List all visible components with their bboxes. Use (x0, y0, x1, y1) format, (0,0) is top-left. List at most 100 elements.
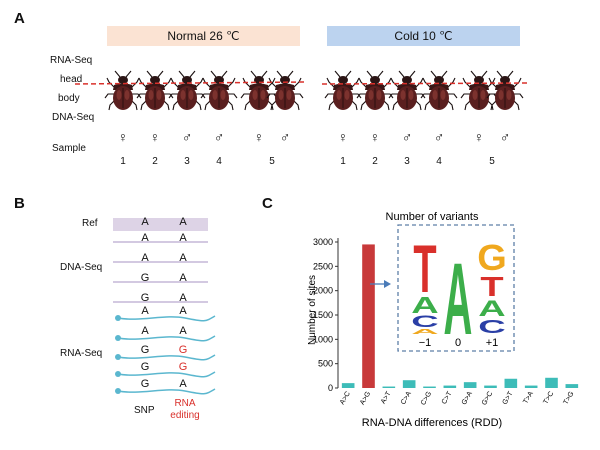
y-tick-label: 3000 (313, 237, 333, 247)
rna-base: A (141, 305, 149, 317)
y-tick-label: 1500 (313, 310, 333, 320)
logo-letter-T: T (480, 272, 504, 303)
y-tick-label: 2000 (313, 286, 333, 296)
sex-symbol: ♂ (213, 129, 225, 145)
logo-position-label: 0 (455, 337, 461, 349)
logo-letter-C: C (411, 312, 438, 331)
bug-icon (324, 70, 362, 111)
logo-frame (397, 224, 515, 352)
rna-editing-label: RNA editing (170, 398, 200, 421)
head-label: head (60, 74, 83, 85)
x-axis-label: RNA-DNA differences (RDD) (362, 417, 502, 429)
rna-base: G (140, 361, 150, 373)
bar (504, 378, 518, 388)
x-tick-label: T>C (542, 391, 555, 406)
rna-reads (117, 315, 216, 395)
sex-symbol: ♂ (401, 129, 413, 145)
bar (463, 382, 477, 388)
rna-base: A (179, 378, 187, 390)
bug-icon (356, 70, 394, 111)
bar (484, 385, 497, 388)
bug-icon (460, 70, 498, 111)
x-tick-label: A>G (359, 391, 372, 407)
dna-base: A (179, 232, 187, 244)
dna-base: A (179, 252, 187, 264)
rna-base: A (179, 325, 187, 337)
bar (545, 377, 558, 388)
arrow-to-logo (370, 280, 391, 288)
sample-number: 5 (489, 156, 495, 167)
bar (382, 386, 396, 388)
x-tick-label: G>T (502, 390, 515, 406)
x-tick-label: C>A (400, 390, 413, 406)
sex-symbol: ♂ (181, 129, 193, 145)
x-tick-label: A>C (339, 391, 352, 406)
x-tick-label: C>T (441, 390, 454, 406)
rna-base: G (140, 344, 150, 356)
rna-base-edited: G (178, 344, 188, 356)
rna-base: G (140, 378, 150, 390)
sample-number: 1 (120, 156, 126, 167)
read-alignment-graphic (113, 218, 216, 395)
rna-base: A (141, 325, 149, 337)
logo-position-label: −1 (419, 337, 432, 349)
read-start-dots (115, 315, 121, 394)
dna-read-lines (113, 241, 208, 303)
sample-number: 4 (436, 156, 442, 167)
sex-symbol: ♀ (369, 129, 381, 145)
x-tick-label: A>T (380, 390, 393, 405)
x-tick-label: G>C (481, 391, 494, 407)
head-body-cut-line-cold (321, 82, 529, 85)
condition-normal-label: Normal 26 ℃ (167, 29, 240, 43)
bug-icon (388, 70, 426, 111)
x-tick-label: T>G (563, 391, 576, 406)
condition-cold-bar: Cold 10 ℃ (327, 26, 520, 46)
sample-number: 4 (216, 156, 222, 167)
y-tick-label: 1000 (313, 334, 333, 344)
logo-position-label: +1 (486, 337, 499, 349)
bug-row (74, 70, 529, 111)
dnaseq-label-b: DNA-Seq (60, 262, 103, 273)
bar (423, 386, 436, 388)
ref-label: Ref (82, 218, 98, 229)
dna-base: A (141, 252, 149, 264)
logo-letter-T: T (413, 230, 436, 307)
dnaseq-label: DNA-Seq (52, 112, 95, 123)
sample-number: 5 (269, 156, 275, 167)
sample-number: 2 (152, 156, 158, 167)
x-tick-label: T>A (522, 390, 535, 405)
sex-symbol: ♀ (473, 129, 485, 145)
bug-icon (486, 70, 524, 111)
y-tick-label: 500 (318, 359, 333, 369)
logo-letter-C: C (478, 317, 505, 337)
bar (362, 244, 375, 388)
sex-symbol: ♀ (337, 129, 349, 145)
condition-normal-bar: Normal 26 ℃ (107, 26, 300, 46)
y-axis-label: Number of sites (307, 275, 318, 345)
rdd-bar-chart: Number of variants Number of sites RNA-D… (307, 211, 579, 429)
logo-letter-A: A (411, 327, 439, 335)
sex-symbol: ♀ (253, 129, 265, 145)
y-tick-label: 2500 (313, 261, 333, 271)
body-label: body (58, 93, 80, 104)
rnaseq-label-b: RNA-Seq (60, 348, 103, 359)
sex-symbol: ♀ (117, 129, 129, 145)
head-body-cut-line-normal (74, 81, 306, 85)
bar (524, 385, 538, 388)
bars (341, 244, 579, 388)
sex-symbol: ♂ (279, 129, 291, 145)
logo-letter-A: A (478, 296, 505, 321)
sample-number: 3 (404, 156, 410, 167)
sex-symbol: ♂ (499, 129, 511, 145)
x-tick-label: G>A (461, 390, 474, 406)
dna-base: A (179, 292, 187, 304)
sample-label: Sample (52, 143, 86, 154)
dna-base: A (179, 272, 187, 284)
ref-base-snp: A (141, 216, 149, 228)
chart-title: Number of variants (386, 211, 479, 223)
sex-symbol: ♂ (433, 129, 445, 145)
rna-base: A (179, 305, 187, 317)
